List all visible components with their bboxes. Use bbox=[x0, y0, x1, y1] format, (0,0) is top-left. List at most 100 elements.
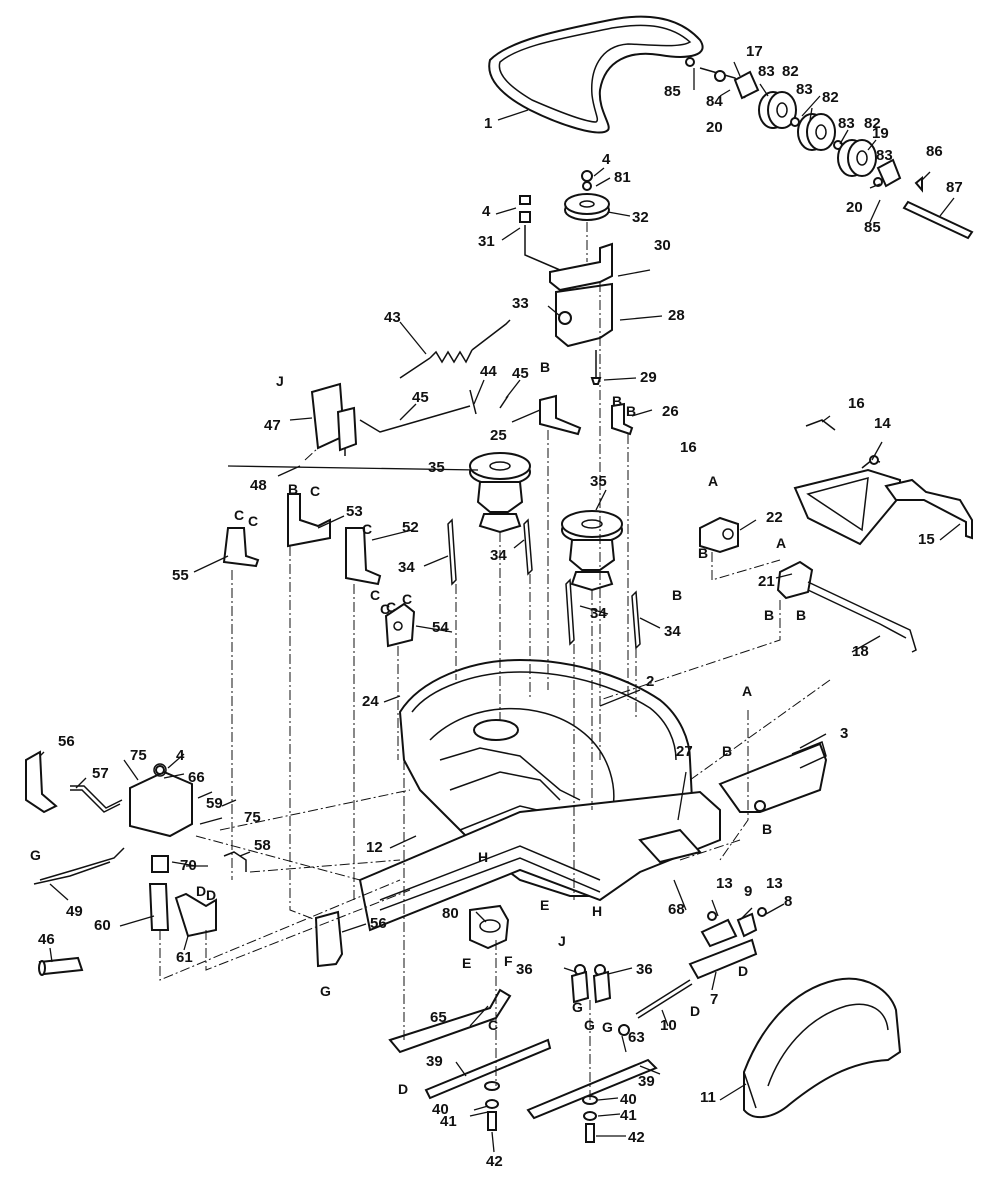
ref-letter: A bbox=[708, 473, 718, 489]
callout-20: 20 bbox=[706, 119, 723, 136]
callout-25: 25 bbox=[490, 427, 507, 444]
spring-linkage bbox=[304, 319, 511, 461]
callout-28: 28 bbox=[668, 307, 685, 324]
callout-39: 39 bbox=[638, 1073, 655, 1090]
drive-belt bbox=[488, 15, 704, 134]
callout-18: 18 bbox=[852, 643, 869, 660]
callout-3: 3 bbox=[840, 725, 848, 742]
callout-9: 9 bbox=[744, 883, 752, 900]
ref-letter: C bbox=[310, 483, 320, 499]
callout-34: 34 bbox=[398, 559, 415, 576]
ref-letter: B bbox=[762, 821, 772, 837]
callout-85: 85 bbox=[864, 219, 881, 236]
callout-1: 1 bbox=[484, 115, 492, 132]
callout-56: 56 bbox=[58, 733, 75, 750]
callout-40: 40 bbox=[432, 1101, 449, 1118]
callout-27: 27 bbox=[676, 743, 693, 760]
callout-40: 40 bbox=[620, 1091, 637, 1108]
callout-7: 7 bbox=[710, 991, 718, 1008]
connection-reference-letters: A A A B B B B B B B B B B C C C C C C C … bbox=[30, 359, 806, 1097]
ref-letter: D bbox=[738, 963, 748, 979]
callout-49: 49 bbox=[66, 903, 83, 920]
callout-86: 86 bbox=[926, 143, 943, 160]
ref-letter: G bbox=[30, 847, 41, 863]
callout-82: 82 bbox=[822, 89, 839, 106]
ref-letter: E bbox=[462, 955, 471, 971]
ref-letter: B bbox=[626, 403, 636, 419]
callout-33: 33 bbox=[512, 295, 529, 312]
callout-63: 63 bbox=[628, 1029, 645, 1046]
callout-4: 4 bbox=[482, 203, 491, 220]
ref-letter: C bbox=[380, 601, 390, 617]
callout-21: 21 bbox=[758, 573, 775, 590]
callout-32: 32 bbox=[632, 209, 649, 226]
callout-75: 75 bbox=[244, 809, 261, 826]
ref-letter: J bbox=[276, 373, 284, 389]
ref-letter: C bbox=[488, 1017, 498, 1033]
callout-47: 47 bbox=[264, 417, 281, 434]
blades-and-spindles bbox=[388, 904, 658, 1143]
callout-26: 26 bbox=[662, 403, 679, 420]
ref-letter: C bbox=[402, 591, 412, 607]
callout-16: 16 bbox=[848, 395, 865, 412]
callout-59: 59 bbox=[206, 795, 223, 812]
ref-letter: B bbox=[698, 545, 708, 561]
callout-60: 60 bbox=[94, 917, 111, 934]
part-callout-numbers: 1 2 3 4 4 4 7 8 9 10 11 12 13 13 14 15 1… bbox=[38, 43, 963, 1170]
callout-56: 56 bbox=[370, 915, 387, 932]
ref-letter: G bbox=[602, 1019, 613, 1035]
ref-letter: D bbox=[690, 1003, 700, 1019]
callout-14: 14 bbox=[874, 415, 891, 432]
ref-letter: D bbox=[196, 883, 206, 899]
callout-20: 20 bbox=[846, 199, 863, 216]
spindle-pulleys bbox=[469, 452, 623, 592]
callout-46: 46 bbox=[38, 931, 55, 948]
callout-82: 82 bbox=[782, 63, 799, 80]
callout-4: 4 bbox=[602, 151, 611, 168]
callout-45: 45 bbox=[412, 389, 429, 406]
callout-12: 12 bbox=[366, 839, 383, 856]
callout-41: 41 bbox=[620, 1107, 637, 1124]
callout-29: 29 bbox=[640, 369, 657, 386]
mower-deck-housing bbox=[358, 658, 721, 932]
callout-19: 19 bbox=[872, 125, 889, 142]
assembly-lines bbox=[159, 282, 831, 1100]
ref-letter: B bbox=[764, 607, 774, 623]
ref-letter: J bbox=[558, 933, 566, 949]
ref-letter: B bbox=[540, 359, 550, 375]
callout-80: 80 bbox=[442, 905, 459, 922]
callout-57: 57 bbox=[92, 765, 109, 782]
ref-letter: A bbox=[776, 535, 786, 551]
ref-letter: C bbox=[386, 599, 396, 615]
callout-43: 43 bbox=[384, 309, 401, 326]
callout-24: 24 bbox=[362, 693, 379, 710]
ref-letter: G bbox=[572, 999, 583, 1015]
callout-13: 13 bbox=[766, 875, 783, 892]
ref-letter: B bbox=[722, 743, 732, 759]
ref-letter: C bbox=[362, 521, 372, 537]
ref-letter: B bbox=[612, 393, 622, 409]
ref-letter: H bbox=[592, 903, 602, 919]
callout-22: 22 bbox=[766, 509, 783, 526]
ref-letter: C bbox=[370, 587, 380, 603]
callout-leaders bbox=[39, 61, 961, 1153]
callout-83: 83 bbox=[876, 147, 893, 164]
callout-8: 8 bbox=[784, 893, 792, 910]
ref-letter: F bbox=[504, 953, 513, 969]
callout-84: 84 bbox=[706, 93, 723, 110]
idler-pulley-assembly bbox=[685, 57, 974, 240]
ref-letter: B bbox=[672, 587, 682, 603]
callout-39: 39 bbox=[426, 1053, 443, 1070]
callout-31: 31 bbox=[478, 233, 495, 250]
callout-61: 61 bbox=[176, 949, 193, 966]
callout-30: 30 bbox=[654, 237, 671, 254]
callout-83: 83 bbox=[796, 81, 813, 98]
callout-2: 2 bbox=[646, 673, 654, 690]
ref-letter: D bbox=[206, 887, 216, 903]
callout-42: 42 bbox=[486, 1153, 503, 1170]
callout-45: 45 bbox=[512, 365, 529, 382]
callout-75: 75 bbox=[130, 747, 147, 764]
ref-letter: B bbox=[796, 607, 806, 623]
callout-65: 65 bbox=[430, 1009, 447, 1026]
